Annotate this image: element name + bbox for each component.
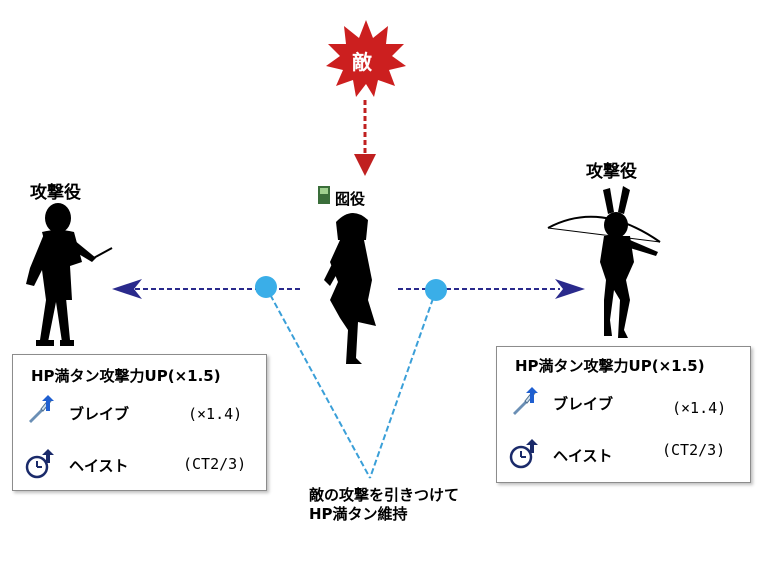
node-left [255, 276, 277, 298]
haste-clock-up-icon [25, 449, 54, 479]
cyan-line-left [265, 286, 371, 479]
enemy-attack-arrowhead [354, 154, 376, 176]
right-attacker-label: 攻撃役 [586, 162, 637, 182]
left-attacker-label: 攻撃役 [30, 183, 81, 203]
left-attacker-silhouette [26, 203, 113, 346]
brave-sword-up-icon [29, 395, 54, 423]
enemy-burst-icon [326, 20, 406, 97]
left-brave-label: ブレイブ [69, 405, 130, 423]
node-right [425, 279, 447, 301]
left-arrowhead [112, 279, 142, 299]
cyan-line-right [369, 289, 437, 479]
center-decoy-silhouette [324, 212, 376, 364]
decoy-caption-line2: HP満タン維持 [309, 505, 408, 523]
left-buff-panel: HP満タン攻撃力UP(×1.5) ブレイブ (×1.4) ヘイスト (CT2/3… [12, 354, 267, 491]
left-brave-value: (×1.4) [188, 405, 243, 423]
decoy-caption: 敵の攻撃を引きつけて HP満タン維持 [309, 486, 459, 524]
decoy-caption-line1: 敵の攻撃を引きつけて [309, 486, 460, 504]
right-haste-value: (CT2/3) [662, 441, 726, 459]
left-haste-value: (CT2/3) [183, 455, 247, 473]
right-buff-title: HP満タン攻撃力UP(×1.5) [515, 357, 705, 375]
decoy-label: 囮役 [335, 190, 366, 208]
enemy-label: 敵 [352, 50, 372, 74]
right-buff-panel: HP満タン攻撃力UP(×1.5) ブレイブ (×1.4) ヘイスト (CT2/3… [496, 346, 751, 483]
brave-sword-up-icon [513, 387, 538, 415]
right-brave-label: ブレイブ [553, 395, 614, 413]
right-brave-value: (×1.4) [672, 399, 727, 417]
right-haste-label: ヘイスト [553, 447, 613, 465]
left-buff-title: HP満タン攻撃力UP(×1.5) [31, 367, 221, 385]
right-arrowhead [555, 279, 585, 299]
haste-clock-up-icon [509, 439, 538, 469]
left-haste-label: ヘイスト [69, 457, 129, 475]
right-attacker-silhouette [547, 186, 661, 338]
decoy-role-icon [318, 186, 330, 204]
